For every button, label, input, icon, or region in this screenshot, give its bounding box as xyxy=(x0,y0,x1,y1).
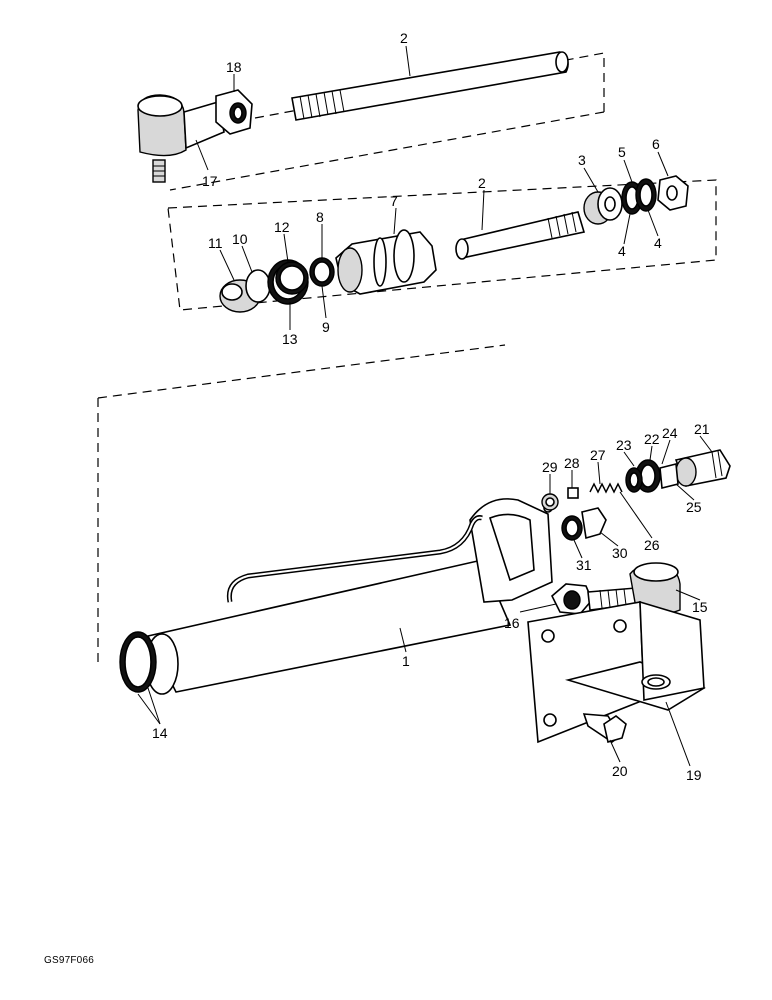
label-part-4-left: 4 xyxy=(618,243,626,259)
label-part-1: 1 xyxy=(402,653,410,669)
cylinder-1 xyxy=(145,498,553,695)
label-part-29: 29 xyxy=(542,459,558,475)
label-part-5: 5 xyxy=(618,144,626,160)
ball-28 xyxy=(567,487,579,499)
lock-nut-18 xyxy=(215,89,253,135)
label-part-18: 18 xyxy=(226,59,242,75)
label-part-19: 19 xyxy=(686,767,702,783)
seal-12-13 xyxy=(267,259,309,305)
label-part-17: 17 xyxy=(202,173,218,189)
label-part-9: 9 xyxy=(322,319,330,335)
label-part-6: 6 xyxy=(652,136,660,152)
label-part-23: 23 xyxy=(616,437,632,453)
label-part-2-middle: 2 xyxy=(478,175,486,191)
o-rings-8-9 xyxy=(309,257,335,287)
piston-7 xyxy=(335,229,437,295)
leader-lines xyxy=(137,45,713,767)
label-part-26: 26 xyxy=(644,537,660,553)
washers-4-5 xyxy=(621,178,657,215)
dust-cap-11 xyxy=(219,279,261,313)
bracket-19 xyxy=(527,600,706,744)
label-part-11: 11 xyxy=(208,235,223,251)
label-part-21: 21 xyxy=(694,421,710,437)
label-part-12: 12 xyxy=(274,219,290,235)
plug-29 xyxy=(541,493,559,511)
part-labels: 2 18 17 3 5 6 2 7 8 12 10 11 4 4 9 13 21… xyxy=(152,30,710,783)
piston-rod-2-middle xyxy=(455,211,586,260)
label-part-2-top: 2 xyxy=(400,30,408,46)
label-part-27: 27 xyxy=(590,447,606,463)
middle-group-boundary xyxy=(167,179,717,311)
label-part-31: 31 xyxy=(576,557,592,573)
circlips-14 xyxy=(119,631,157,693)
lower-group-boundary xyxy=(97,344,506,668)
valve-body-21 xyxy=(674,449,731,487)
label-part-30: 30 xyxy=(612,545,628,561)
label-part-7: 7 xyxy=(390,193,398,209)
label-part-14: 14 xyxy=(152,725,168,741)
union-30-31 xyxy=(561,507,607,541)
label-part-13: 13 xyxy=(282,331,298,347)
label-part-20: 20 xyxy=(612,763,628,779)
label-part-4-right: 4 xyxy=(654,235,662,251)
nut-6 xyxy=(657,175,689,211)
label-part-16: 16 xyxy=(504,615,520,631)
label-part-25: 25 xyxy=(686,499,702,515)
tie-rod-2-top xyxy=(291,51,569,121)
label-part-15: 15 xyxy=(692,599,708,615)
spring-26-27 xyxy=(589,482,623,494)
seals-22-25 xyxy=(625,459,679,493)
label-part-10: 10 xyxy=(232,231,248,247)
bolt-20 xyxy=(582,713,627,744)
ring-10 xyxy=(245,269,271,303)
top-group-boundary xyxy=(169,52,605,191)
label-part-28: 28 xyxy=(564,455,580,471)
label-part-3: 3 xyxy=(578,152,586,168)
label-part-24: 24 xyxy=(662,425,678,441)
label-part-22: 22 xyxy=(644,431,660,447)
label-part-8: 8 xyxy=(316,209,324,225)
bush-3 xyxy=(583,187,623,225)
figure-reference-code: GS97F066 xyxy=(44,955,94,966)
tie-rod-end-17 xyxy=(137,94,225,183)
